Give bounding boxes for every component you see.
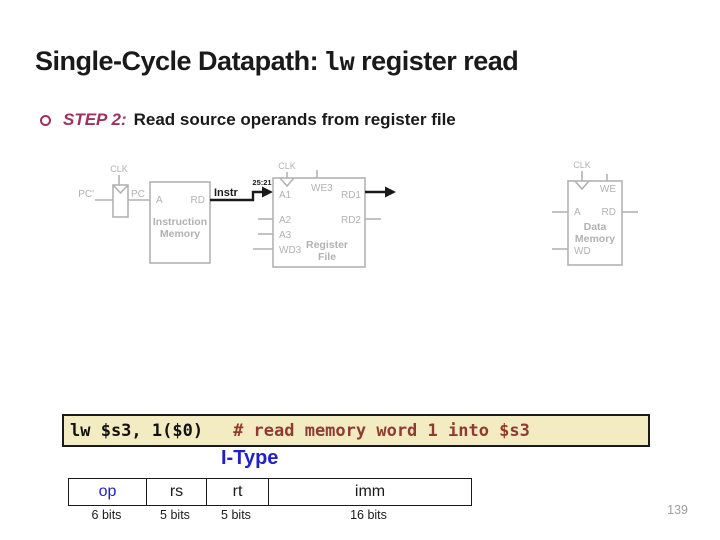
rf-port-wd3: WD3 <box>279 245 302 256</box>
rf-name-line1: Register <box>306 239 348 251</box>
data-memory: CLK WE A RD Data Memory WD <box>552 160 638 266</box>
rf-name-line2: File <box>318 251 336 263</box>
title-prefix: Single-Cycle Datapath: <box>35 46 326 76</box>
rd1-output-arrow <box>365 186 396 198</box>
rf-clock-triangle-icon <box>279 177 295 188</box>
rf-port-a1: A1 <box>279 190 292 201</box>
register-file-box <box>272 177 366 268</box>
instr-wire-path <box>210 190 263 202</box>
format-field-row: op rs rt imm <box>68 478 472 506</box>
title-code-lw: lw <box>325 47 355 76</box>
field-op: op <box>98 483 117 500</box>
data-memory-box <box>567 180 623 266</box>
rf-port-a2: A2 <box>279 215 292 226</box>
dm-clk-label: CLK <box>573 160 591 170</box>
instruction-memory-box <box>149 181 211 264</box>
pc-label: PC <box>131 189 145 200</box>
rf-port-rd1: RD1 <box>341 190 361 201</box>
bullet-text: Read source operands from register file <box>133 110 456 129</box>
title-suffix: register read <box>354 46 519 76</box>
im-name-line1: Instruction <box>153 216 207 228</box>
pc-prime-label: PC' <box>78 189 94 200</box>
bits-imm: 16 bits <box>350 508 387 522</box>
instr-label: Instr <box>214 187 239 199</box>
pc-register: CLK PC' PC <box>78 164 150 218</box>
register-file: CLK A1 WE3 RD1 A2 RD2 A3 WD3 Register Fi… <box>253 161 381 268</box>
dm-port-wd: WD <box>574 246 591 257</box>
dm-clock-triangle-icon <box>574 180 590 191</box>
bits-op: 6 bits <box>91 508 122 522</box>
rf-port-we3: WE3 <box>311 183 333 194</box>
format-bits-row: 6 bits 5 bits 5 bits 16 bits <box>68 508 470 522</box>
im-name-line2: Memory <box>160 228 200 240</box>
code-box: lw $s3, 1($0) # read memory word 1 into … <box>62 414 650 447</box>
pc-clk-label: CLK <box>110 164 128 174</box>
dm-port-a: A <box>574 207 581 218</box>
step-label: STEP 2: <box>63 110 127 129</box>
bitfield-25-21-label: 25:21 <box>252 178 271 187</box>
page-number: 139 <box>667 503 688 517</box>
instr-arrowhead-icon <box>262 186 273 198</box>
rf-port-a3: A3 <box>279 230 292 241</box>
bits-rt: 5 bits <box>221 508 251 522</box>
im-port-a: A <box>156 195 163 206</box>
bits-rs: 5 bits <box>160 508 190 522</box>
pc-register-box <box>112 184 129 218</box>
rf-clk-label: CLK <box>278 161 296 171</box>
im-port-rd: RD <box>191 195 205 206</box>
datapath-diagram: CLK PC' PC A RD Instruction Memory Instr… <box>78 160 638 268</box>
dm-name-line1: Data <box>584 221 607 233</box>
page-title: Single-Cycle Datapath: lw register read <box>35 46 519 77</box>
instr-wire: Instr 25:21 <box>210 178 273 202</box>
dm-port-rd: RD <box>602 207 616 218</box>
field-rs: rs <box>146 479 206 505</box>
format-type-label: I-Type <box>221 447 279 469</box>
rf-port-rd2: RD2 <box>341 215 361 226</box>
field-imm: imm <box>268 479 471 505</box>
assembly-comment: # read memory word 1 into $s3 <box>233 420 530 441</box>
field-rt: rt <box>206 479 268 505</box>
dm-port-we: WE <box>600 184 616 195</box>
assembly-instruction: lw $s3, 1($0) <box>70 420 204 441</box>
instruction-format-table: op rs rt imm 6 bits 5 bits 5 bits 16 bit… <box>68 478 472 522</box>
instruction-memory: A RD Instruction Memory <box>149 181 211 264</box>
bullet-circle-icon <box>40 114 51 126</box>
dm-name-line2: Memory <box>575 233 615 245</box>
bullet-item: STEP 2: Read source operands from regist… <box>40 110 456 130</box>
rd1-arrowhead-icon <box>385 186 396 198</box>
pc-clock-triangle-icon <box>112 184 129 195</box>
